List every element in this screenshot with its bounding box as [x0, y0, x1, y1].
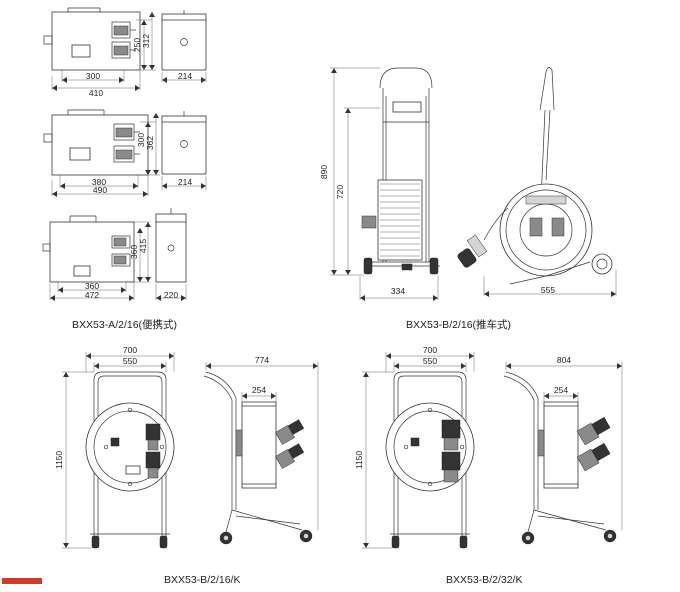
dim-reel-width: 254 [252, 385, 266, 395]
socket-outlets-side [576, 416, 611, 472]
dim-height: 1150 [54, 451, 64, 470]
dim-height-outer: 415 [138, 239, 148, 253]
dim-depth: 774 [255, 355, 269, 365]
dim-width-outer: 472 [85, 290, 99, 300]
dim-height-inner: 250 [132, 38, 142, 52]
dim-depth: 220 [164, 290, 178, 300]
dim-width-outer: 700 [123, 345, 137, 355]
dim-width-inner: 550 [423, 356, 437, 366]
dim-width-outer: 700 [423, 345, 437, 355]
dim-height-outer: 362 [145, 136, 155, 150]
portable-box-2-front-view [43, 109, 149, 176]
k32-front-view [385, 371, 475, 549]
dim-height-inner: 300 [136, 133, 146, 147]
dim-height-outer: 312 [141, 34, 151, 48]
dim-depth: 804 [557, 355, 571, 365]
socket-outlets-side [275, 419, 305, 469]
caption-trolley: BXX53-B/2/16(推车式) [406, 318, 511, 331]
dim-depth: 214 [178, 71, 192, 81]
dim-width-inner: 360 [85, 281, 99, 291]
dim-width-outer: 490 [93, 185, 107, 195]
portable-box-3-side-view: 220 [155, 208, 187, 301]
trolley-side-view: 555 [457, 67, 617, 297]
dim-width-inner: 300 [86, 71, 100, 81]
k16-side-view: 774 254 [203, 355, 319, 545]
k16-dimensions: 700 550 1150 [54, 345, 175, 549]
k16-front-view [85, 371, 175, 549]
corner-mark [2, 578, 42, 584]
dim-depth: 214 [178, 177, 192, 187]
k32-dimensions: 700 550 1150 [354, 345, 475, 549]
dim-height-inner: 360 [129, 245, 139, 259]
dim-width-inner: 550 [123, 356, 137, 366]
dim-width-outer: 410 [89, 88, 103, 98]
portable-box-2-side-view: 214 [161, 111, 207, 190]
portable-box-1-side-view: 214 [161, 10, 207, 83]
dim-width: 334 [391, 286, 405, 296]
dim-depth: 555 [541, 285, 555, 295]
dim-reel-width: 254 [554, 385, 568, 395]
portable-box-1-dimensions: 300 410 250 312 [51, 12, 156, 98]
caption-k32: BXX53-B/2/32/K [446, 574, 522, 586]
dim-height-total: 890 [319, 165, 329, 179]
caption-portable: BXX53-A/2/16(便携式) [72, 318, 177, 331]
cable-coil [380, 183, 420, 257]
dim-height-frame: 720 [335, 185, 345, 199]
portable-box-2-dimensions: 380 490 300 362 [51, 113, 160, 197]
socket-outlets [441, 419, 461, 483]
dim-width-inner: 380 [92, 177, 106, 187]
portable-box-3-dimensions: 360 472 360 415 [49, 221, 151, 301]
portable-box-3-front-view [42, 215, 135, 283]
portable-box-1-front-view [43, 7, 141, 71]
plug-connector [457, 207, 509, 268]
dim-height: 1150 [354, 451, 364, 470]
k32-side-view: 804 254 [503, 355, 623, 545]
trolley-dimensions: 890 720 334 [319, 67, 439, 301]
socket-outlets [145, 423, 161, 479]
trolley-front-view [361, 67, 440, 275]
caption-k16: BXX53-B/2/16/K [164, 574, 240, 586]
